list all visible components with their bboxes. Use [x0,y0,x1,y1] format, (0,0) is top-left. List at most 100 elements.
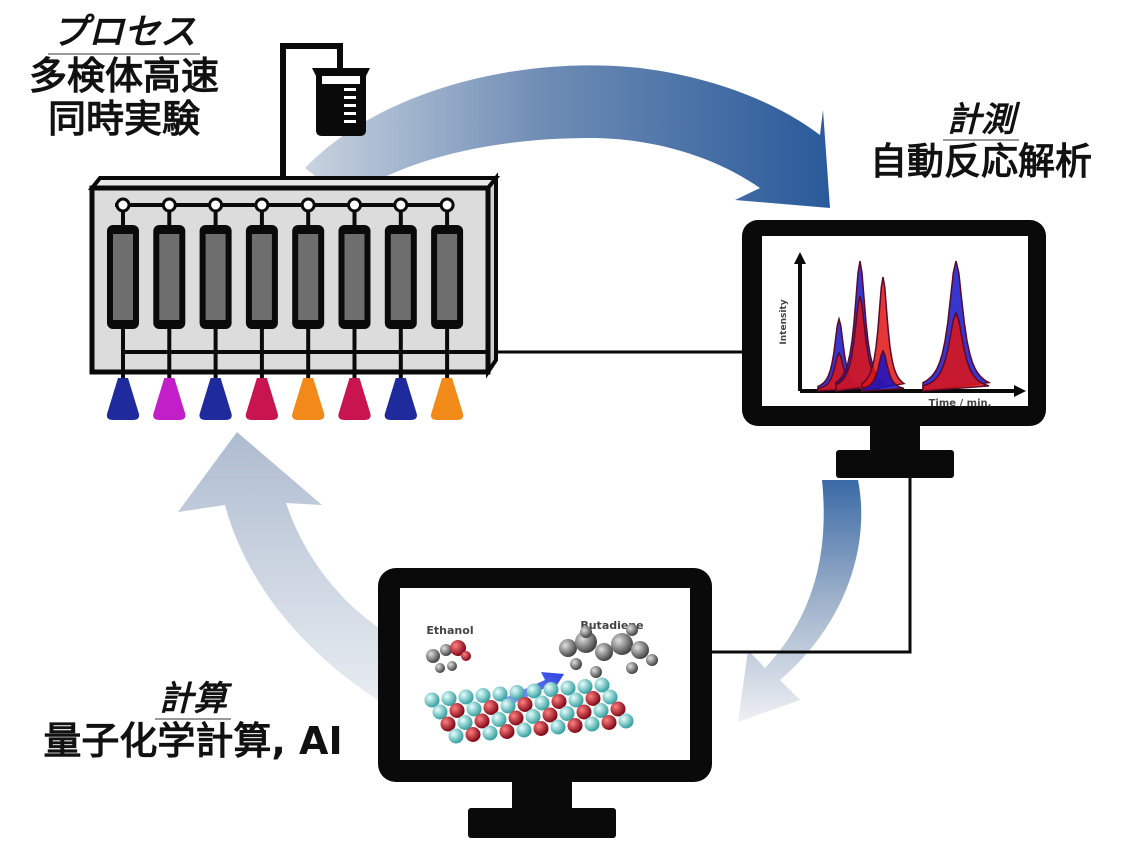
atom [602,689,618,705]
atom [491,712,507,727]
atom [426,649,440,663]
analysis-monitor: Intensity Time / min. [742,220,1046,478]
flask-icon [153,378,186,420]
reactor-channel [199,197,232,420]
atom [533,721,549,736]
valve-icon [208,197,224,213]
atom [560,680,576,696]
atom [424,692,440,708]
process-heading: プロセス [47,12,200,56]
atom [499,724,515,739]
atom [508,710,524,726]
atom [543,682,559,697]
computation-monitor: Ethanol Butadiene [378,568,712,838]
atom [475,688,491,703]
atom [457,715,473,730]
measurement-label: 計測 自動反応解析 [838,98,1124,183]
atom [466,701,482,717]
atom [570,658,582,670]
atom [509,685,525,700]
atom [626,662,638,674]
atom [482,725,498,741]
flask-icon [292,378,325,420]
reactor-channel [106,197,140,420]
flask-icon [245,378,279,420]
atom [559,706,575,721]
valve-icon [161,197,177,213]
reactor-channel [384,197,417,420]
atom [461,651,471,661]
atom [577,679,593,694]
computation-heading: 計算 [155,680,231,721]
atom [601,715,617,730]
atom [516,722,532,738]
atom [575,631,597,653]
reactant-label: Ethanol [426,624,473,637]
atom [483,700,499,715]
atom [447,661,457,671]
atom [500,698,516,714]
atom [448,728,464,744]
valve-icon [439,197,455,213]
chromatogram-peak [922,310,990,392]
flask-icon [199,378,232,420]
y-axis-arrowhead [794,252,806,264]
atom [550,719,566,735]
chromatogram-peak [861,349,905,392]
valve-icon [393,197,409,213]
process-label: プロセス 多検体高速 同時実験 [8,10,240,140]
y-axis-label: Intensity [779,299,789,344]
atom [441,691,457,706]
atom [534,695,550,711]
valve-icon [347,197,362,213]
atom [646,654,658,666]
flask-icon [384,378,417,420]
atom [440,716,456,732]
x-axis-label: Time / min. [929,398,992,409]
chromatogram-peak [861,276,906,392]
right-cycle-arrow [738,480,862,722]
measurement-heading: 計測 [943,101,1019,142]
measurement-line-1: 自動反応解析 [870,140,1092,184]
atom [492,686,508,702]
reactor-channel [338,197,371,420]
reactor-channel [292,197,325,420]
atom [595,643,613,661]
ethanol-molecule [426,640,471,673]
beaker-icon [312,68,370,136]
reactor-channel [245,197,279,420]
atom [631,641,649,659]
reactor-channel [153,197,186,420]
atom [618,713,634,729]
atom [590,666,602,678]
atom [458,689,474,705]
flask-icon [106,378,140,420]
atom [568,692,584,708]
butadiene-molecule [559,624,658,678]
connector-lines [280,43,912,654]
atom [576,704,592,720]
atom [474,713,490,729]
atom [432,704,448,720]
process-line-2: 同時実験 [47,96,200,141]
valve-icon [300,197,316,213]
atom [567,718,583,733]
parallel-reactor [87,172,501,420]
flask-icon [338,378,371,420]
catalyst-surface [424,677,634,744]
computation-line-1: 量子化学計算, AI [43,719,343,764]
top-cycle-arrow [305,65,830,208]
valve-icon [115,197,131,213]
atom [584,716,600,732]
atom [551,694,567,709]
atom [542,707,558,723]
atom [580,626,592,638]
atom [517,697,533,712]
chromatogram: Intensity Time / min. [779,252,1026,409]
atom [465,727,481,742]
atom [450,640,466,656]
atom [559,639,577,657]
left-cycle-arrow [178,432,398,700]
atom [585,691,601,706]
